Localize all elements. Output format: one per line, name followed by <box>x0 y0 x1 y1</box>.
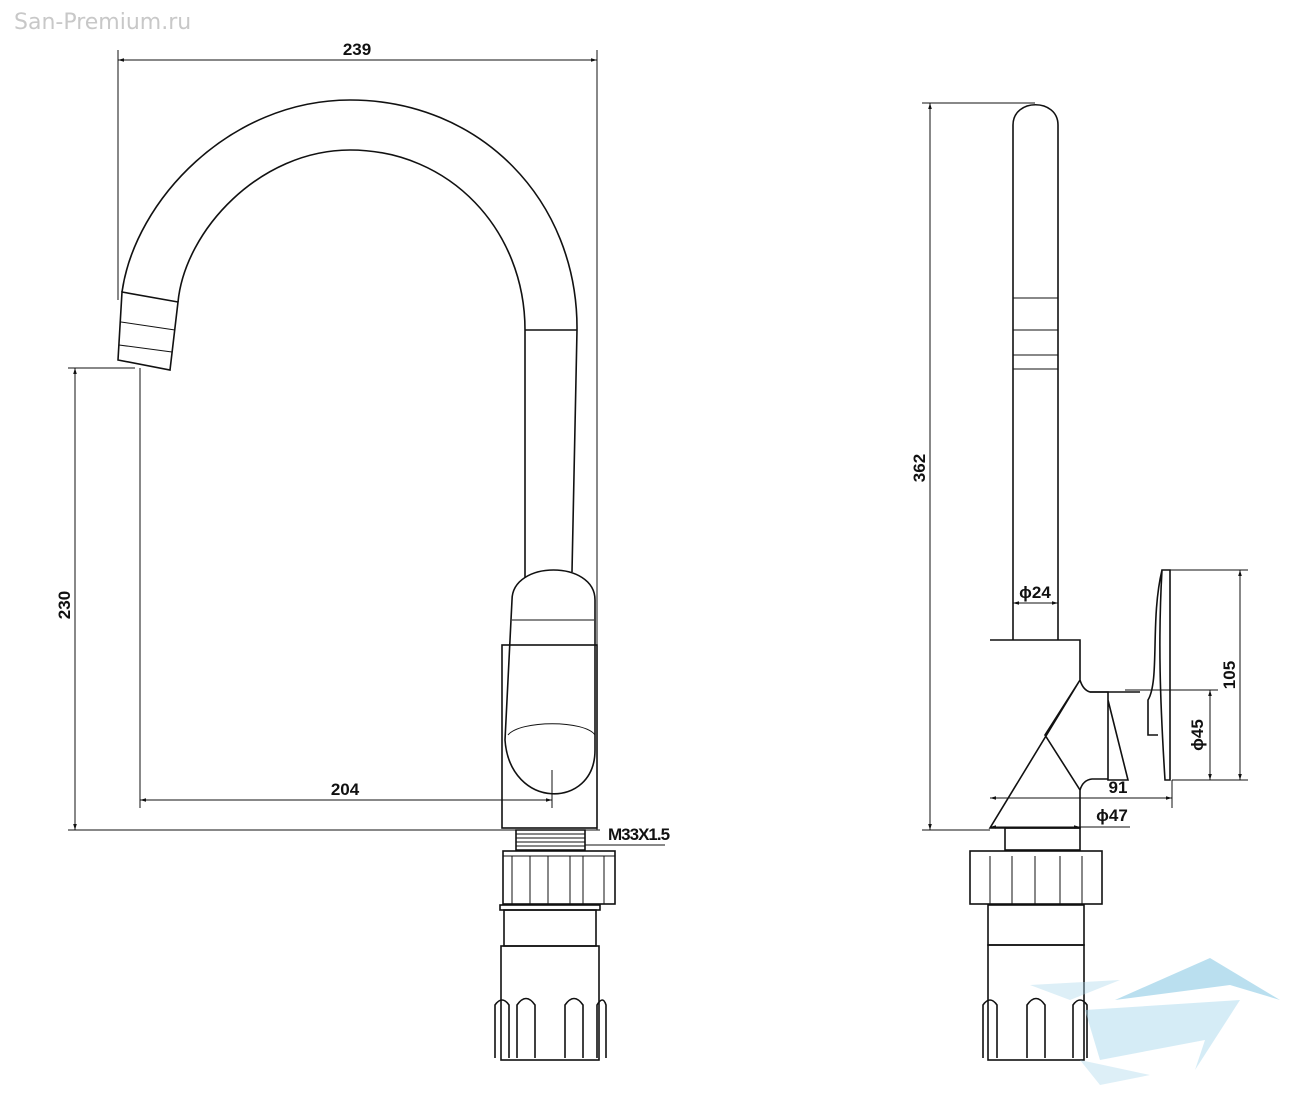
nut <box>502 850 616 905</box>
front-view-faucet <box>117 99 616 1061</box>
dim-reach-204: 204 <box>331 780 360 799</box>
base-nut <box>500 945 600 1061</box>
brand-logo <box>1030 958 1280 1085</box>
spout-outer <box>121 99 578 573</box>
dim-pipe-24: ϕ24 <box>1019 583 1051 602</box>
spout-inner <box>177 149 526 578</box>
front-dimensions: 239 230 204 M33X1.5 <box>55 40 671 846</box>
side-view-faucet <box>969 103 1171 1061</box>
dim-handle-45: ϕ45 <box>1188 719 1207 751</box>
dim-height-362: 362 <box>910 454 929 482</box>
base-fins <box>494 997 607 1058</box>
side-body <box>988 639 1140 829</box>
body <box>501 644 598 829</box>
thread-label: M33X1.5 <box>608 825 670 844</box>
aerator-tip <box>117 291 179 371</box>
dim-handle-105: 105 <box>1220 661 1239 689</box>
shank <box>503 909 597 947</box>
watermark-text: San-Premium.ru <box>14 10 192 35</box>
side-handle <box>1147 569 1171 781</box>
dim-depth-91: 91 <box>1109 778 1128 797</box>
pipe <box>1012 103 1059 640</box>
side-base <box>987 944 1085 1061</box>
lever-handle <box>504 569 596 795</box>
dim-height-230: 230 <box>55 591 74 619</box>
side-nut <box>969 850 1103 905</box>
side-dimensions: 362 ϕ24 105 ϕ45 91 ϕ47 <box>910 102 1248 831</box>
thread <box>515 829 586 851</box>
dim-base-47: ϕ47 <box>1096 806 1128 825</box>
dim-width-239: 239 <box>343 40 371 59</box>
